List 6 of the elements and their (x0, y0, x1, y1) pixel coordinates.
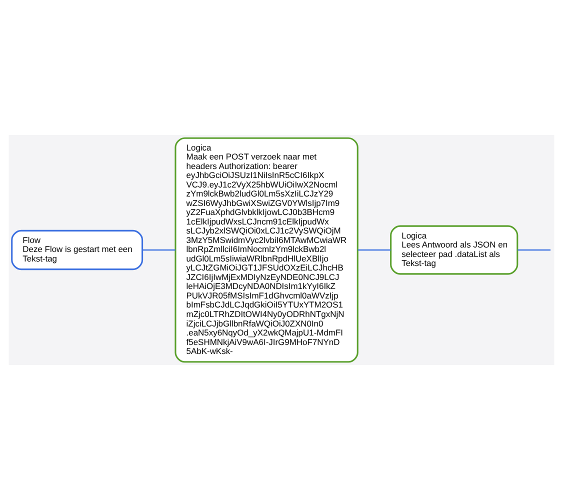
connector (358, 249, 391, 251)
connector (518, 249, 551, 251)
node-box: Logica Lees Antwoord als JSON en selecteer pad .dataList als Tekst-tag (390, 225, 518, 275)
connector (142, 249, 176, 251)
node-box: Flow Deze Flow is gestart met een Tekst-tag (11, 230, 144, 270)
node-box: Logica Maak een POST verzoek naar met headers Authorization: bearer eyJhbGciOiJSUzI1NiIsInR5cCI6IkpXVCJ9.eyJ1c2VyX25hbWUiOiIwX2NocmlzYm9lckBwb2ludGl0Lm5sXzIiLCJzY29wZSI6WyJhbGwiXSwiZGV0YWlsIjp7Im9yZ2FuaXphdGlvbklkIjowLCJ0b3BHcm91cElkIjpudWxsLCJncm91cElkIjpudWxsLCJyb2xlSWQiOi0xLCJ1c2VySWQiOjM3MzY5MSwidmVyc2lvbiI6MTAwMCwiaWRlbnRpZmllciI6ImNocmlzYm9lckBwb2ludGl0Lm5sIiwiaWRlbnRpdHlUeXBlIjoyLCJtZGMiOiJGT1JFSUdOXzEiLCJhcHBJZCI6IjIwMjExMDIyNzEyNDE0NCJ9LCJleHAiOjE3MDcyNDA0NDIsIm1kYyI6IkZPUkVJR05fMSIsImF1dGhvcml0aWVzIjpbImFsbCJdLCJqdGkiOiI5YTUxYTM2OS1mZjc0LTRhZDItOWI4Ny0yODRhNTgxNjNiZjciLCJjbGllbnRfaWQiOiJ0ZXN0In0.eaN5xy6NqyOd_yX2wkQMajpU1-MdmFIf5eSHMNkjAiV9wA6I-JIrG9MHoF7NYnD5AbK-wKsk- (174, 137, 358, 363)
